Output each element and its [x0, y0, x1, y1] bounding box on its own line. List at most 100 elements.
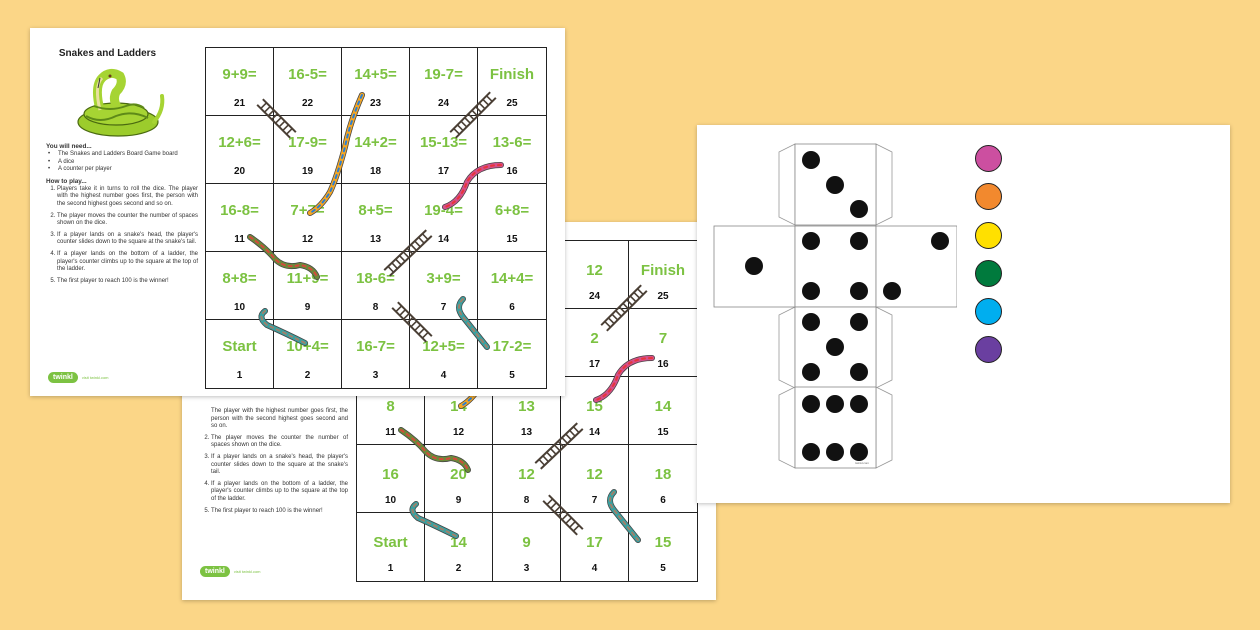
square-number: 9: [304, 302, 311, 313]
dice-pip: [850, 443, 868, 461]
twinkl-logo: twinkl visit twinkl.com: [200, 566, 261, 577]
square-label: 16: [382, 466, 399, 483]
square-label: 18-6=: [356, 270, 395, 287]
steps-list: The player moves the counter the number …: [200, 435, 348, 515]
square-label: 17-9=: [288, 134, 327, 151]
twinkl-logo: twinkl visit twinkl.com: [48, 372, 109, 383]
dice-pip: [826, 338, 844, 356]
square-number: 6: [509, 302, 515, 313]
square-number: 4: [591, 563, 598, 574]
square-label: 19-4=: [424, 202, 463, 219]
square-number: 5: [660, 563, 666, 574]
square-number: 1: [387, 563, 394, 574]
square-number: 10: [384, 495, 397, 506]
board-square: 17-2=5: [478, 320, 546, 388]
square-number: 12: [452, 427, 465, 438]
dice-face: [794, 225, 877, 308]
glue-tab: [778, 143, 796, 226]
square-label: 14+5=: [354, 66, 397, 83]
logo-text: twinkl: [200, 566, 230, 577]
square-label: 15-13=: [419, 134, 468, 151]
counter-orange: [975, 183, 1002, 210]
counter-blue: [975, 298, 1002, 325]
board-square: 14 15: [629, 377, 697, 445]
dice-pip: [802, 151, 820, 169]
dice-pip: [850, 395, 868, 413]
list-item: A counter per player: [58, 166, 198, 174]
logo-url: visit twinkl.com: [233, 569, 261, 574]
board-square: 3+9= 7: [410, 252, 478, 320]
logo-text: twinkl: [48, 372, 78, 383]
square-label: 7: [658, 330, 668, 347]
square-number: 11: [234, 234, 245, 245]
dice-pip: [802, 395, 820, 413]
square-number: 3: [372, 370, 379, 381]
square-label: 9+9=: [222, 66, 257, 83]
square-label: 2: [590, 330, 599, 347]
dice-pip: [802, 313, 820, 331]
square-label: 3+9=: [426, 270, 461, 287]
square-label: 11+9=: [286, 270, 329, 287]
snake-illustration: [77, 68, 165, 137]
step: The player moves the counter the number …: [57, 213, 198, 228]
square-label: 8+8=: [222, 270, 257, 287]
square-number: 17: [437, 166, 450, 177]
square-label: 12: [518, 466, 535, 483]
step: Players take it in turns to roll the dic…: [57, 186, 198, 209]
board-square: 12 8: [493, 445, 561, 513]
step: The first player to reach 100 is the win…: [211, 508, 348, 516]
square-number: 17: [588, 359, 601, 370]
dice-pip: [850, 200, 868, 218]
dice-pip: [850, 313, 868, 331]
board-square: 12+6=20: [206, 116, 274, 184]
dice-face: [713, 225, 796, 308]
square-number: 7: [440, 302, 447, 313]
square-number: 11: [385, 427, 396, 438]
square-number: 14: [437, 234, 450, 245]
square-label: 14: [654, 398, 672, 415]
square-number: 24: [437, 98, 450, 109]
square-number: 12: [301, 234, 314, 245]
square-label: 13: [518, 398, 535, 415]
counter-purple: [975, 336, 1002, 363]
list-item: The Snakes and Ladders Board Game board: [58, 151, 198, 159]
square-label: 9: [522, 534, 531, 551]
board-square: 16-7=3: [342, 320, 410, 388]
square-number: 15: [657, 427, 669, 438]
dice-footer: twinkl.com: [855, 461, 870, 465]
glue-tab: [778, 306, 796, 389]
glue-tab: [778, 386, 796, 469]
square-number: 8: [523, 495, 530, 506]
square-number: 16: [506, 166, 518, 177]
square-number: 6: [660, 495, 666, 506]
square-number: 25: [506, 98, 518, 109]
square-label: 12: [586, 466, 603, 483]
step-1-partial: The player with the highest number goes …: [211, 408, 348, 430]
board-square: 2 17: [561, 309, 629, 377]
dice-pip: [850, 363, 868, 381]
dice-face: [875, 225, 957, 308]
square-label: 13-6=: [492, 134, 532, 151]
square-label: 7+7=: [290, 202, 325, 219]
you-will-need-list: The Snakes and Ladders Board Game board …: [46, 151, 198, 174]
square-label: 15: [654, 534, 672, 551]
square-number: 2: [304, 370, 311, 381]
dice-pip: [883, 282, 901, 300]
instructions: The player with the highest number goes …: [200, 408, 348, 519]
square-number: 9: [455, 495, 462, 506]
dice-pip: [802, 363, 820, 381]
square-label: 14+4=: [490, 270, 534, 287]
glue-tab: [875, 143, 893, 226]
board-square: 19-4= 14: [410, 184, 478, 252]
dice-pip: [802, 443, 820, 461]
